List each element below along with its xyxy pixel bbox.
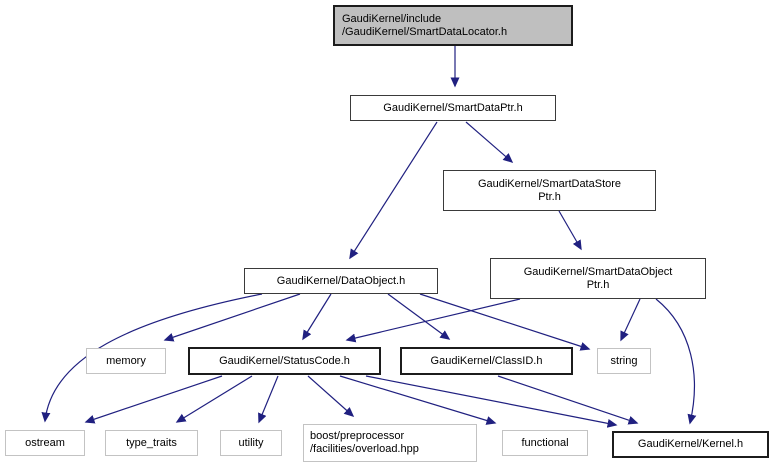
edge-statuscode-utility <box>258 375 279 424</box>
node-classid-h[interactable]: GaudiKernel/ClassID.h <box>400 347 573 375</box>
node-label: ostream <box>25 436 65 449</box>
node-smartdataptr-h[interactable]: GaudiKernel/SmartDataPtr.h <box>350 95 556 121</box>
node-kernel-h[interactable]: GaudiKernel/Kernel.h <box>612 431 769 458</box>
node-label: GaudiKernel/SmartDataStore <box>477 177 622 190</box>
edge-smartdataptr-dataobject <box>349 121 438 260</box>
edge-smartdataobjectptr-kernel <box>655 298 697 425</box>
node-label: GaudiKernel/DataObject.h <box>276 274 406 287</box>
node-label: utility <box>238 436 264 449</box>
node-string: string <box>597 348 651 374</box>
edge-statuscode-functional <box>339 375 497 425</box>
node-label: GaudiKernel/StatusCode.h <box>219 354 350 367</box>
node-label: string <box>610 354 638 367</box>
node-label: GaudiKernel/include <box>342 12 442 25</box>
node-label: boost/preprocessor <box>310 430 405 442</box>
edge-statuscode-boost <box>307 375 355 417</box>
edge-statuscode-kernel <box>365 375 618 428</box>
node-memory: memory <box>86 348 166 374</box>
edge-dataobject-memory <box>163 293 301 342</box>
node-label: GaudiKernel/SmartDataPtr.h <box>383 101 523 114</box>
node-smartdataobjectptr-h[interactable]: GaudiKernel/SmartDataObject Ptr.h <box>490 258 706 299</box>
edge-smartdataptr-smartdatastoreptr <box>465 121 514 163</box>
edge-dataobject-string <box>419 293 591 351</box>
edge-dataobject-classid <box>387 293 451 340</box>
node-label: Ptr.h <box>538 190 561 203</box>
node-label: functional <box>521 436 569 449</box>
node-label: memory <box>106 354 146 367</box>
node-label: GaudiKernel/SmartDataObject <box>523 265 673 278</box>
node-dataobject-h[interactable]: GaudiKernel/DataObject.h <box>244 268 438 294</box>
edge-smartdataobjectptr-statuscode <box>345 298 521 343</box>
edge-smartdataobjectptr-string <box>620 298 641 342</box>
edge-dataobject-statuscode <box>302 293 332 341</box>
node-label: /facilities/overload.hpp <box>310 443 419 455</box>
node-boost-preprocessor-overload-hpp: boost/preprocessor /facilities/overload.… <box>303 424 477 462</box>
node-label: type_traits <box>126 436 177 449</box>
node-ostream: ostream <box>5 430 85 456</box>
edge-classid-kernel <box>497 375 639 425</box>
node-label: Ptr.h <box>586 278 610 291</box>
node-smartdatalocator-h: GaudiKernel/include /GaudiKernel/SmartDa… <box>333 5 573 46</box>
node-statuscode-h[interactable]: GaudiKernel/StatusCode.h <box>188 347 381 375</box>
node-type-traits: type_traits <box>105 430 198 456</box>
edge-smartdatastoreptr-smartdataobjectptr <box>558 210 582 251</box>
edge-statuscode-typetraits <box>175 375 253 423</box>
node-label: GaudiKernel/ClassID.h <box>430 354 543 367</box>
node-smartdatastoreptr-h[interactable]: GaudiKernel/SmartDataStore Ptr.h <box>443 170 656 211</box>
node-label: GaudiKernel/Kernel.h <box>637 438 744 450</box>
node-functional: functional <box>502 430 588 456</box>
node-label: /GaudiKernel/SmartDataLocator.h <box>342 25 508 38</box>
node-utility: utility <box>220 430 282 456</box>
edge-statuscode-ostream <box>84 375 223 424</box>
